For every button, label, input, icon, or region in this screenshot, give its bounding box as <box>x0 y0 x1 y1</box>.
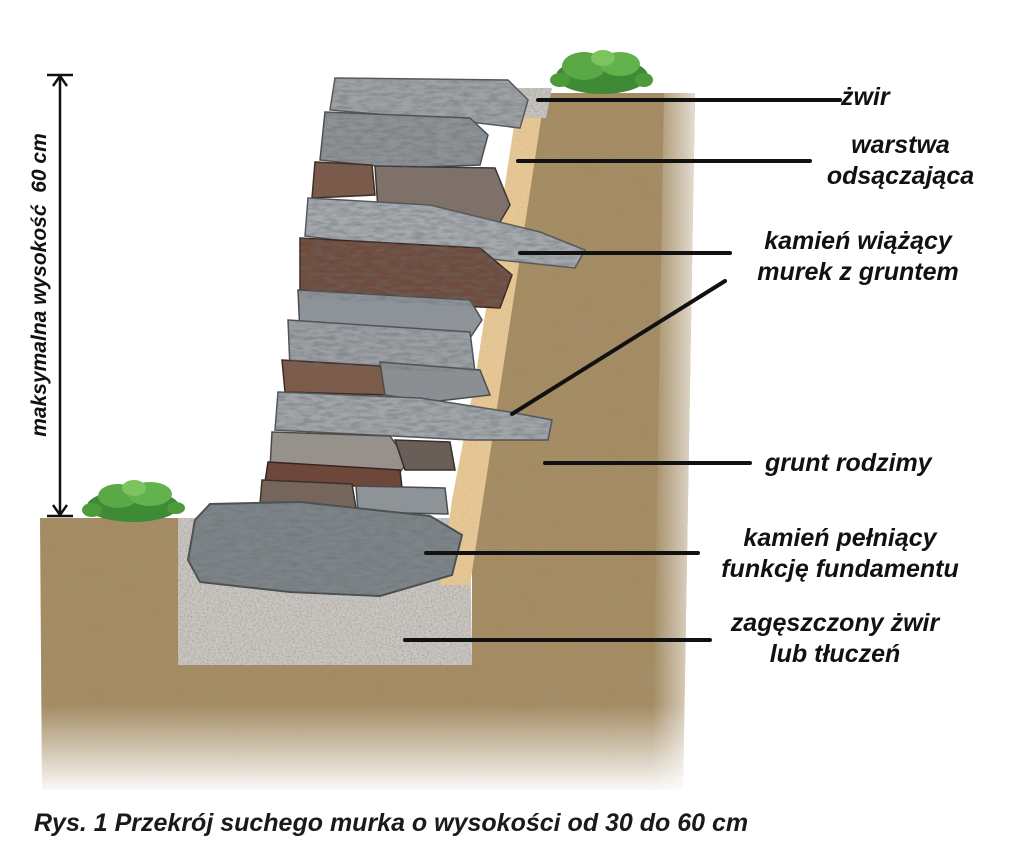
label-gravel: żwir <box>841 82 890 113</box>
label-foundation-line-2: funkcję fundamentu <box>690 554 990 585</box>
plant-top <box>550 50 653 94</box>
plant-bottom <box>82 480 185 522</box>
label-tie-stone: kamień wiążący murek z gruntem <box>733 226 983 288</box>
label-drainage-line-2: odsączająca <box>808 161 993 192</box>
figure-caption: Rys. 1 Przekrój suchego murka o wysokośc… <box>34 809 748 838</box>
label-gravel-text: żwir <box>841 82 890 113</box>
label-tie-stone-line-2: murek z gruntem <box>733 257 983 288</box>
label-compacted-line-2: lub tłuczeń <box>700 639 970 670</box>
label-drainage-layer: warstwa odsączająca <box>808 130 993 192</box>
label-drainage-line-1: warstwa <box>808 130 993 161</box>
label-foundation-stone: kamień pełniący funkcję fundamentu <box>690 523 990 585</box>
label-compacted-line-1: zagęszczony żwir <box>700 608 970 639</box>
label-foundation-line-1: kamień pełniący <box>690 523 990 554</box>
label-native-soil: grunt rodzimy <box>765 448 932 479</box>
label-compacted-gravel: zagęszczony żwir lub tłuczeń <box>700 608 970 670</box>
height-dimension-text: maksymalna wysokość 60 cm <box>28 133 52 437</box>
label-tie-stone-line-1: kamień wiążący <box>733 226 983 257</box>
label-native-soil-text: grunt rodzimy <box>765 448 932 479</box>
